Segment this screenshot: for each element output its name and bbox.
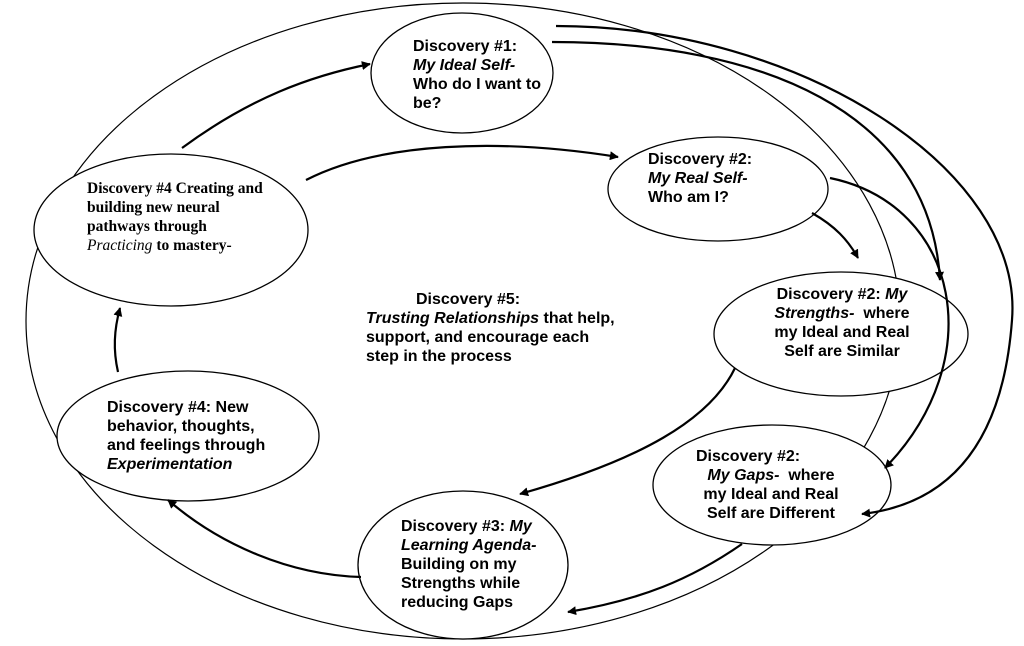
ideal-self-line3: Who do I want to xyxy=(413,76,541,93)
ideal-self-line2: My Ideal Self- xyxy=(413,57,516,74)
arrow-agenda-to-experimentation xyxy=(167,499,362,579)
arrow-real-to-gaps xyxy=(829,176,950,469)
node-experimentation xyxy=(56,370,320,502)
strengths-line3: my Ideal and Real xyxy=(774,324,910,341)
strengths-label: Discovery #2: My Strengths- where my Ide… xyxy=(746,285,938,361)
practicing-line4a: Practicing xyxy=(87,237,153,254)
arrow-ideal-to-gaps xyxy=(555,24,1014,518)
gaps-line2b: where xyxy=(779,467,835,484)
real-self-label: Discovery #2: My Real Self- Who am I? xyxy=(648,150,752,207)
experimentation-line2: behavior, thoughts, xyxy=(107,418,255,435)
node-real-self xyxy=(607,136,829,242)
node-ideal-self xyxy=(370,12,554,134)
strengths-line4: Self are Similar xyxy=(784,343,900,360)
agenda-line3: Building on my xyxy=(401,556,517,573)
arrow-practicing-to-real xyxy=(305,144,619,181)
gaps-line3: my Ideal and Real xyxy=(703,486,839,503)
real-self-line1: Discovery #2: xyxy=(648,151,753,168)
arrow-gaps-to-agenda xyxy=(567,543,743,616)
practicing-label: Discovery #4 Creating and building new n… xyxy=(87,179,263,255)
experimentation-line3: and feelings through xyxy=(107,437,266,454)
ideal-self-line1: Discovery #1: xyxy=(413,38,518,55)
trusting-line4: step in the process xyxy=(366,348,512,365)
agenda-line5: reducing Gaps xyxy=(401,594,514,611)
arrow-ideal-to-strengths xyxy=(551,40,945,281)
strengths-line1a: Discovery #2: xyxy=(776,286,886,303)
strengths-line1b: My xyxy=(885,286,908,303)
agenda-line1b: My xyxy=(509,518,532,535)
arrow-strengths-to-agenda xyxy=(519,367,736,497)
gaps-line4: Self are Different xyxy=(706,505,836,522)
gaps-line2a: My Gaps- xyxy=(707,467,780,484)
trusting-line2b: that help, xyxy=(539,310,615,327)
node-practicing xyxy=(33,153,309,307)
practicing-line2: building new neural xyxy=(87,199,220,216)
trusting-line2a: Trusting Relationships xyxy=(366,310,540,327)
gaps-label: Discovery #2: My Gaps- where my Ideal an… xyxy=(676,447,866,523)
practicing-line4b: to mastery- xyxy=(152,237,232,254)
practicing-line3: pathways through xyxy=(87,218,207,235)
strengths-line2a: Strengths- xyxy=(774,305,855,322)
agenda-line2: Learning Agenda- xyxy=(401,537,537,554)
strengths-line2b: where xyxy=(854,305,910,322)
arrow-real-to-strengths xyxy=(811,212,859,259)
real-self-line3: Who am I? xyxy=(648,189,729,206)
node-learning-agenda xyxy=(357,490,569,640)
experimentation-line1: Discovery #4: New xyxy=(107,399,249,416)
arrow-experimentation-to-practicing xyxy=(113,307,123,373)
ideal-self-label: Discovery #1: My Ideal Self- Who do I wa… xyxy=(413,37,541,113)
ideal-self-line4: be? xyxy=(413,95,442,112)
trusting-label: Discovery #5: Trusting Relationships tha… xyxy=(366,290,615,366)
trusting-line1: Discovery #5: xyxy=(416,291,521,308)
arrow-practicing-to-ideal xyxy=(181,61,371,149)
real-self-line2: My Real Self- xyxy=(648,170,748,187)
node-strengths xyxy=(713,271,969,397)
gaps-line1: Discovery #2: xyxy=(696,448,801,465)
experimentation-label: Discovery #4: New behavior, thoughts, an… xyxy=(107,398,265,474)
node-gaps xyxy=(652,424,892,546)
experimentation-line4: Experimentation xyxy=(107,456,233,473)
trusting-line3: support, and encourage each xyxy=(366,329,590,346)
practicing-line1: Discovery #4 Creating and xyxy=(87,180,263,197)
agenda-line4: Strengths while xyxy=(401,575,521,592)
agenda-line1a: Discovery #3: xyxy=(401,518,510,535)
learning-agenda-label: Discovery #3: My Learning Agenda- Buildi… xyxy=(401,517,536,612)
